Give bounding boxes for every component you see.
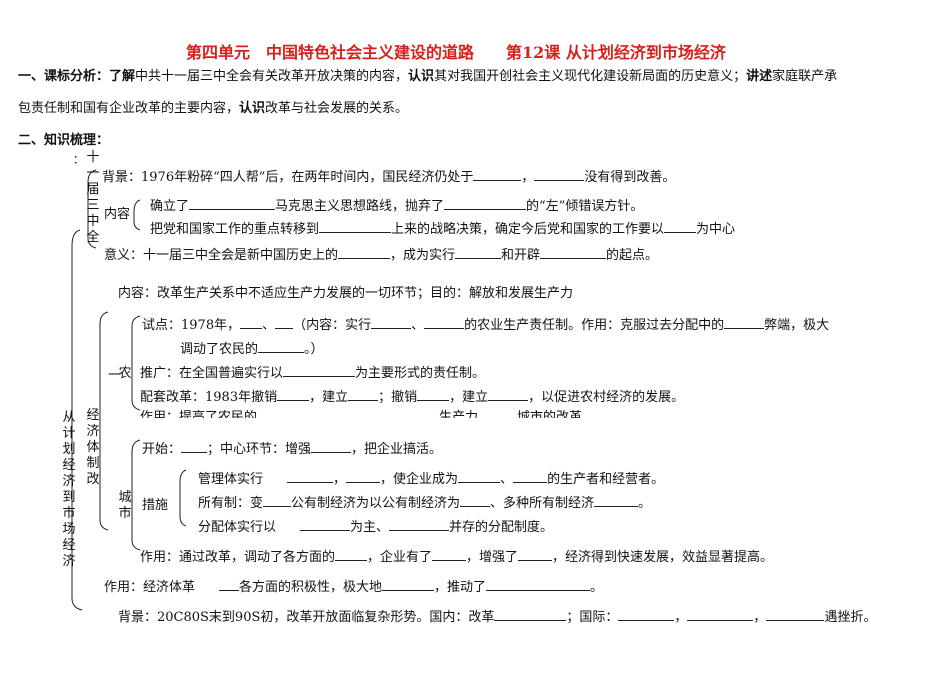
section1-label: 一、课标分析：: [18, 69, 110, 84]
measures-label: 措施: [142, 498, 169, 513]
blank[interactable]: [287, 470, 334, 483]
blank[interactable]: [283, 364, 356, 377]
blank[interactable]: [348, 388, 379, 401]
plenary-mark: ：: [73, 153, 84, 166]
rural-mark: 一: [108, 368, 122, 383]
blank[interactable]: [382, 578, 435, 591]
blank[interactable]: [417, 388, 450, 401]
rural-vertical-label: 农: [118, 366, 132, 381]
measure-ownership: 所有制：变公有制经济为以公有制经济为、多种所有制经济。: [198, 494, 652, 511]
blank[interactable]: [311, 440, 352, 453]
blank[interactable]: [346, 470, 381, 483]
plenary-background: 背景：1976年粉碎“四人帮”后，在两年时间内，国民经济仍处于，没有得到改善。: [102, 168, 676, 185]
blank[interactable]: [219, 578, 240, 591]
urban-effect: 作用：通过改革，调动了各方面的，企业有了，增强了，经济得到快速发展，效益显著提高…: [140, 548, 774, 565]
blank[interactable]: [724, 316, 765, 329]
rural-promotion: 推广：在全国普遍实行以为主要形式的责任制。: [140, 364, 486, 381]
blank[interactable]: [534, 168, 585, 181]
blank[interactable]: [277, 388, 310, 401]
blank[interactable]: [513, 470, 548, 483]
economic-vertical-label: 经济体制改: [86, 408, 100, 487]
urban-start: 开始：；中心环节：增强，把企业搞活。: [142, 440, 443, 457]
blank[interactable]: [766, 608, 825, 621]
blank[interactable]: [458, 470, 501, 483]
plenary-content-2: 把党和国家工作的重点转移到上来的战略决策，确定今后党和国家的工作要以为中心: [150, 220, 736, 237]
blank[interactable]: [275, 316, 294, 329]
blank[interactable]: [240, 316, 263, 329]
blank[interactable]: [594, 494, 639, 507]
blank[interactable]: [486, 578, 591, 591]
content-label: 内容: [104, 207, 131, 222]
plenary-significance: 意义：十一届三中全会是新中国历史上的，成为实行和开辟的起点。: [104, 246, 659, 263]
blank[interactable]: [335, 548, 368, 561]
blank[interactable]: [338, 246, 391, 259]
blank[interactable]: [181, 440, 208, 453]
blank[interactable]: [258, 340, 305, 353]
plenary-vertical-label: 十一届三中全: [86, 150, 100, 245]
curriculum-analysis: 一、课标分析：了解中共十一届三中全会有关改革开放决策的内容，认识其对我国开创社会…: [18, 69, 838, 84]
later-background: 背景：20C80S末到90S初，改革开放面临复杂形势。国内：改革；国际：，，遇挫…: [118, 608, 877, 625]
rural-trial: 试点：1978年，、（内容：实行、的农业生产责任制。作用：克服过去分配中的弊端，…: [142, 316, 830, 333]
blank[interactable]: [518, 548, 553, 561]
section2-label: 二、知识梳理：: [18, 133, 110, 148]
blank[interactable]: [371, 316, 412, 329]
blank[interactable]: [494, 608, 567, 621]
overall-effect: 作用：经济体革各方面的积极性，极大地，推动了。: [104, 578, 604, 595]
rural-effect-cropped: 作用：提高了农民的 生产力 城市的改革: [140, 410, 583, 418]
blank[interactable]: [319, 220, 392, 233]
measure-management: 管理体实行，，使企业成为、的生产者和经营者。: [198, 470, 665, 487]
reform-vertical-label: 从计划经济到市场经济: [62, 410, 76, 569]
blank[interactable]: [424, 316, 465, 329]
rural-supporting-reform: 配套改革：1983年撤销，建立；撤销，建立，以促进农村经济的发展。: [140, 388, 685, 405]
blank[interactable]: [189, 197, 276, 210]
plenary-content-1: 确立了马克思主义思想路线，抛弃了的“左”倾错误方针。: [150, 197, 644, 214]
blank[interactable]: [664, 220, 697, 233]
curriculum-analysis-line2: 包责任制和国有企业改革的主要内容，认识改革与社会发展的关系。: [18, 101, 409, 116]
blank[interactable]: [300, 518, 351, 531]
urban-vertical-label: 城市: [118, 490, 132, 521]
blank[interactable]: [687, 608, 754, 621]
blank[interactable]: [473, 168, 522, 181]
blank[interactable]: [460, 494, 491, 507]
blank[interactable]: [389, 518, 450, 531]
blank[interactable]: [618, 608, 675, 621]
blank[interactable]: [444, 197, 527, 210]
blank[interactable]: [455, 246, 502, 259]
blank[interactable]: [263, 494, 292, 507]
blank[interactable]: [488, 388, 529, 401]
rural-trial-line2: 调动了农民的。）: [180, 340, 324, 357]
page-title: 第四单元 中国特色社会主义建设的道路 第12课 从计划经济到市场经济: [186, 43, 726, 62]
blank[interactable]: [432, 548, 467, 561]
blank[interactable]: [540, 246, 607, 259]
measure-distribution: 分配体实行以为主、并存的分配制度。: [198, 518, 554, 535]
reform-content: 内容：改革生产关系中不适应生产力发展的一切环节；目的：解放和发展生产力: [118, 286, 574, 301]
